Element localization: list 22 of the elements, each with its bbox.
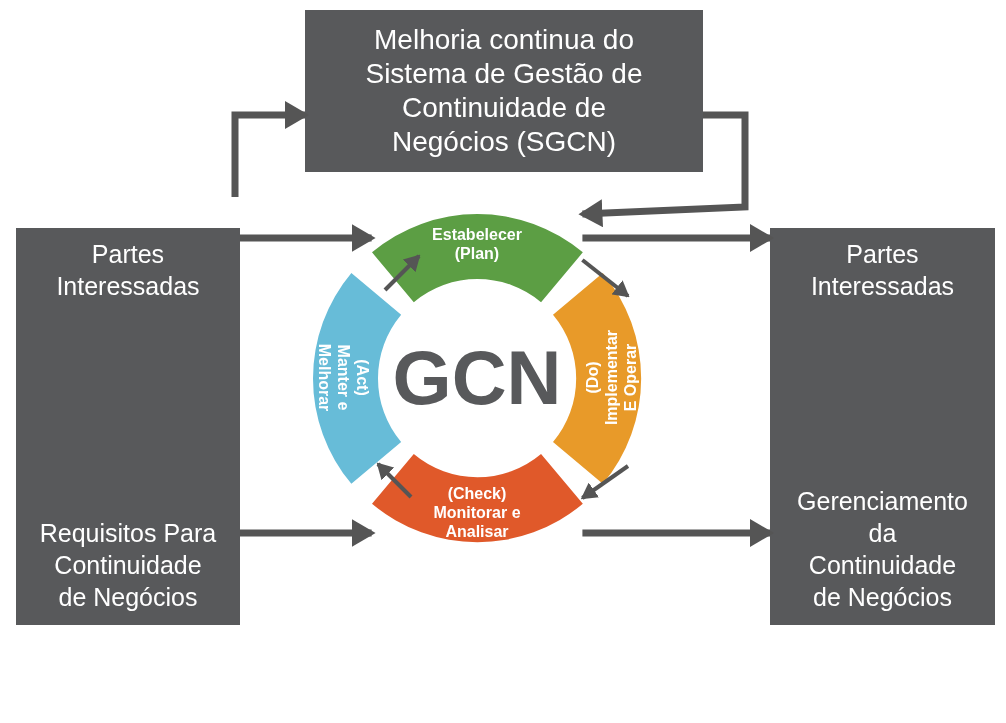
stakeholder-panel	[16, 228, 240, 625]
arrow	[581, 258, 630, 298]
arrow	[240, 519, 376, 547]
arrow	[582, 224, 774, 252]
stage-label: (Check) Monitorar e Analisar	[432, 484, 522, 541]
arrow	[383, 254, 421, 292]
arrow	[578, 111, 749, 228]
stage-label: Estabelecer (Plan)	[431, 224, 523, 263]
center-label: GCN	[392, 338, 562, 418]
stakeholder-panel	[770, 228, 995, 625]
panel-text: Requisitos Para Continuidade de Negócios	[38, 518, 218, 613]
panel-text: Gerenciamento da Continuidade de Negócios	[796, 486, 969, 613]
panel-text: Partes Interessadas	[55, 239, 201, 302]
arrow	[240, 224, 376, 252]
panel-text: Partes Interessadas	[809, 239, 956, 302]
stage-label: (Do) Implementar E Operar	[583, 329, 640, 428]
box-title: Melhoria continua do Sistema de Gestão de Continuidade de Negócios (SGCN)	[364, 23, 644, 159]
arrow	[376, 462, 413, 499]
process-box	[305, 10, 703, 172]
stage-label: (Act) Manter e Melhorar	[314, 343, 371, 414]
arrow	[582, 519, 774, 547]
arrow	[580, 464, 630, 500]
